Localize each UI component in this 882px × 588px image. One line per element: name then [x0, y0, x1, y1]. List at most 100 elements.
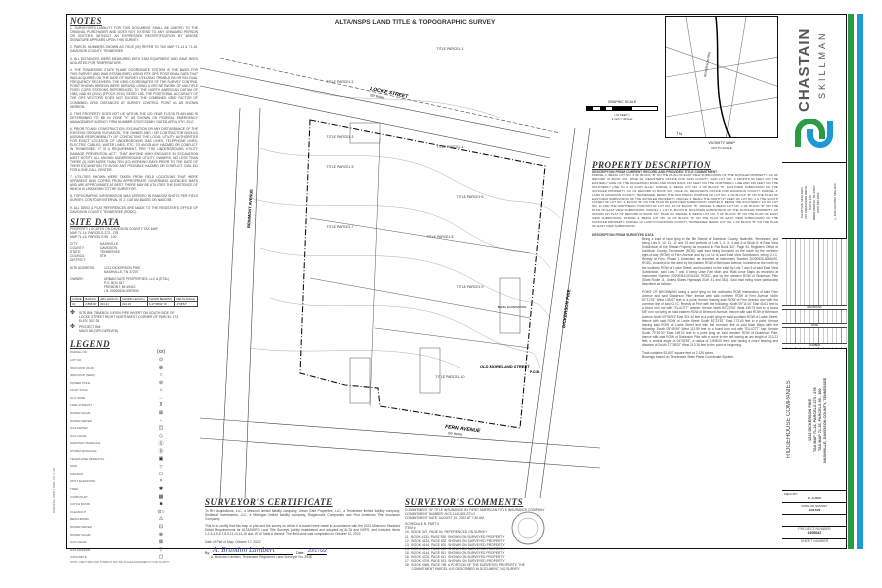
site-field: STATE:TENNESSEE	[70, 250, 198, 254]
fern-avenue-label: FERN AVENUE	[445, 424, 481, 434]
legend-label: FIRE HYDRANT	[70, 403, 93, 408]
note-item: 3. ALL DISTANCES WERE MEASURED WITH EDM …	[70, 56, 198, 65]
svg-text:(50' ROW): (50' ROW)	[370, 93, 385, 100]
legend-label: TELEPHONE PEDESTAL	[70, 456, 105, 461]
legend-item: IRON ROD (OLD)⊕	[70, 364, 198, 372]
legend-item: PARCEL NO.(xx)	[70, 349, 198, 357]
address-line: (615) 846-1862	[816, 192, 820, 213]
parcel-label: TITLE PARCEL 4	[436, 145, 463, 149]
legend-item: TREE✱	[70, 485, 198, 493]
signature: A. Brandon Lambert	[213, 547, 294, 555]
benchmark-line: SITE BM: TBM/BOX 4 IRON PIPE INVERT ON S…	[79, 311, 175, 316]
owner: OWNER:URBAN GATE PROPERTIES, LLC & (ETAL…	[70, 276, 170, 293]
legend-symbol-icon: ⊘	[158, 379, 164, 386]
schedule-item: 18. BOOK 4466, PAGE 765 A PORTION OF THE…	[405, 563, 525, 568]
legend-item: GUY WIRE ←	[70, 394, 198, 402]
legend-label: WATER METER	[70, 418, 92, 423]
benchmark-line: LOCKE STREET RIGHT NORTHWEST CORNER OF P…	[79, 315, 179, 320]
legend-item: GAS VALVE ◇	[70, 432, 198, 440]
map-note-label: OLD MORELAND STREET	[480, 364, 530, 369]
parcel-label: TITLE PARCEL 8	[426, 235, 453, 239]
site-benchmark: ✤SITE BM: TBM/BOX 4 IRON PIPE INVERT ON …	[70, 310, 198, 323]
logo-mark-icon	[795, 119, 833, 148]
curve-cell: 213.21'	[98, 301, 122, 308]
legend-label: IRON ROD (NEW)	[70, 373, 95, 378]
side-note: ORIGINAL PRINT SIZE: 24" X 36"	[52, 467, 56, 513]
vicinity-map-subtitle: NOT TO SCALE	[711, 146, 732, 150]
parcel-label: TITLE PARCEL 1	[436, 47, 463, 51]
legend-item: GAS VALVE⊠	[70, 538, 198, 546]
legend-symbol-icon: ✱	[158, 486, 164, 493]
legend-label: GAS VALVE	[70, 433, 87, 438]
legend-label: PARCEL NO.	[70, 350, 88, 355]
legend-label: GAS MARKER	[70, 547, 91, 552]
property-description: PROPERTY DESCRIPTION DESCRIPTION FROM CU…	[592, 160, 778, 360]
benchmark-icon: ✤	[70, 310, 76, 317]
svg-text:(50' ROW): (50' ROW)	[448, 431, 462, 437]
schedule-item: 17. BOOK 4376, PAGE 913 SHOWN ON SURVEYE…	[405, 559, 505, 564]
curve-header-cell: CHORD BEARING	[146, 296, 176, 303]
locke-street-line	[200, 67, 551, 139]
comment-line: COMMITMENT OF TITLE INSURANCE BY FIRST A…	[405, 508, 545, 512]
legend-symbol-icon: ▢	[158, 554, 164, 561]
dickerson-pike-label: DICKERSON PIKE	[561, 289, 571, 328]
project-benchmark: ✤PROJECT BM:NAVD 88 (GPS DERIVED)	[70, 324, 198, 334]
legend-label: MAILBOX	[70, 471, 84, 476]
legend-item: FIRE HYDRANT⊼	[70, 402, 198, 410]
surveyors-certificate: SURVEYOR'S CERTIFICATE To RH Acquisition…	[205, 497, 400, 559]
legend-symbol-icon: Ⓓ	[158, 448, 164, 455]
note-item: 2. PARCEL NUMBERS SHOWN AS THUS (00) REF…	[70, 45, 198, 54]
site-intro-line: MAP 71-15, PARCELS 95 - 100	[70, 234, 117, 239]
note-item: 4. THE TENNESSEE STATE PLANE COORDINATE …	[70, 67, 198, 109]
field-by: FIELD BY:R. ALBER	[782, 490, 847, 502]
legend-item: WATER METER▫	[70, 417, 198, 425]
legend-symbol-icon: ☼	[158, 387, 164, 394]
legend-label: SANITARY MANHOLE	[70, 441, 101, 446]
legend-label: LIGHT POLE	[70, 388, 88, 393]
site-field: CITY:NASHVILLE	[70, 242, 198, 246]
company-logo: CHASTAIN SKILLMAN	[782, 14, 847, 162]
site-intro-line: PROPERTY LOCATED ON DAVIDSON COUNTY TAX …	[70, 226, 158, 231]
site-field: COUNTY:DAVIDSON	[70, 246, 198, 250]
legend-symbol-icon: ▣	[158, 455, 164, 462]
legend-symbol-icon: ◫	[158, 425, 164, 432]
schedule-item: COMMITMENT PARCEL 6 IS DESCRIBED IN DOCU…	[405, 567, 520, 572]
brinmont-line	[219, 107, 241, 498]
benchmark-line: NAVD 88 (GPS DERIVED)	[79, 329, 119, 334]
schedule-item: 15. BOOK 4144, PAGE 811 SHOWN ON SURVEYE…	[405, 550, 505, 555]
schedule-item: 13. BOOK 4144, PAGE 801 SHOWN ON SURVEYE…	[405, 542, 505, 547]
scale-bar	[586, 106, 658, 111]
legend-symbol-icon: ◇	[159, 432, 163, 439]
legend-item: WATER METER⊡	[70, 523, 198, 531]
curve-header-cell: CURVE	[69, 296, 85, 303]
notes-heading: NOTES	[70, 16, 103, 26]
legend-symbol-icon: ■	[159, 501, 163, 508]
legend-label: POWER POLE	[70, 380, 91, 385]
legend-label: GUY WIRE	[70, 395, 86, 400]
site-data-intro: PROPERTY LOCATED ON DAVIDSON COUNTY TAX …	[70, 227, 198, 239]
legend-symbol-icon: ⚠	[158, 516, 164, 523]
legend-item: CONCRETE▢	[70, 554, 198, 562]
legend-symbol-icon: Ⓢ	[158, 440, 164, 447]
notes-section: NOTES 1. SURVEYOR'S LIABILITY FOR THIS D…	[69, 16, 198, 564]
legend-item: WATER VALVE⊠	[70, 409, 198, 417]
parcel-label: TITLE PARCEL 2	[326, 80, 353, 84]
legend-item: POWER POLE ⊘	[70, 379, 198, 387]
legend-label: WATER VALVE	[70, 411, 91, 416]
benchmark-line: PROJECT BM:	[79, 325, 102, 330]
legend-item: CATCH BASIN■	[70, 500, 198, 508]
curve-header-cell: CHORD LENGTH	[120, 296, 148, 303]
legend-item: SANITARY MANHOLE Ⓢ	[70, 440, 198, 448]
graphic-scale: GRAPHIC SCALE ( IN FEET ) 1 inch = 30 fe…	[582, 100, 662, 121]
surveyors-comments: SURVEYOR'S COMMENTS COMMITMENT OF TITLE …	[405, 497, 590, 571]
svg-text:DICKERSON PIKE: DICKERSON PIKE	[703, 51, 711, 77]
legend-symbol-icon: ←	[158, 394, 164, 401]
parcel-label: TITLE PARCEL 9	[456, 285, 483, 289]
legend-symbol-icon: ⊙○	[157, 508, 165, 515]
note-item: 9. ALL DEED & PLAT REFERENCES ARE MADE T…	[70, 205, 198, 214]
note-item: 8. TOPOGRAPHIC INFORMATION WAS DERIVED I…	[70, 194, 198, 203]
